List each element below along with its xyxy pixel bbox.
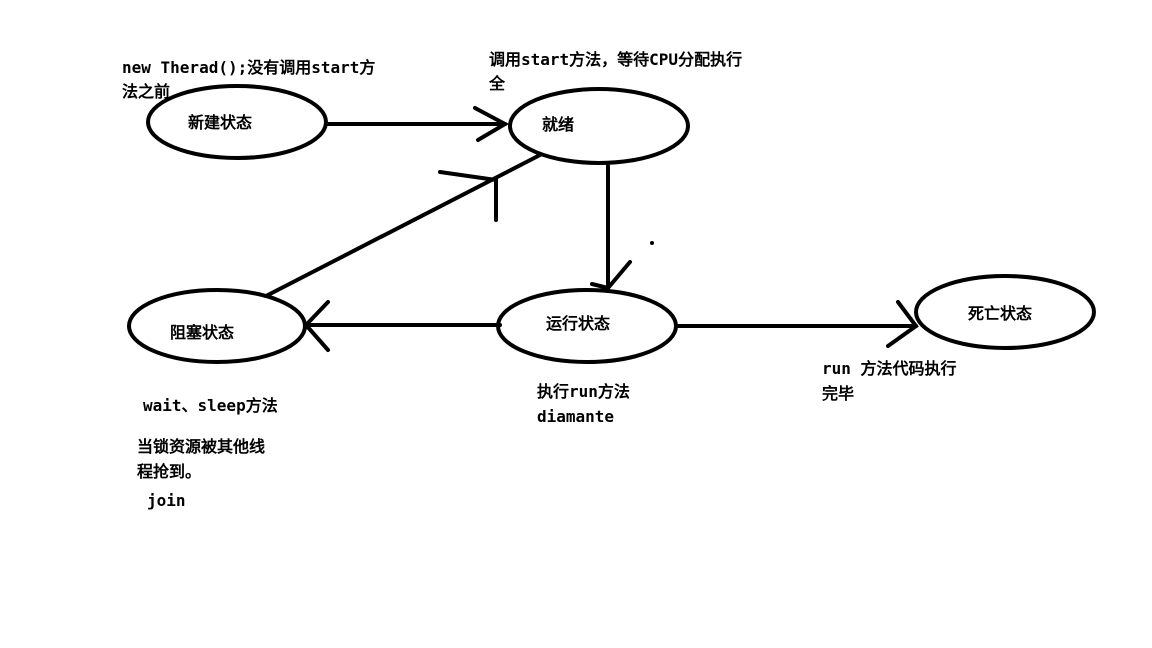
node-ready-label: 就绪: [542, 115, 574, 134]
node-running-label: 运行状态: [546, 314, 610, 333]
note-block-line-2: 当锁资源被其他线: [137, 437, 266, 456]
stray-mark: [650, 241, 654, 245]
node-new-state: [146, 84, 328, 160]
edge-running-to-dead: [674, 300, 919, 348]
note-new-line-2: 法之前: [122, 82, 171, 101]
note-run-line-2: diamante: [537, 407, 615, 426]
node-dead-label: 死亡状态: [968, 304, 1032, 323]
note-block-line-1: wait、sleep方法: [143, 396, 278, 415]
note-dead-line-1: run 方法代码执行: [822, 359, 957, 378]
edge-running-to-blocked: [303, 300, 502, 352]
note-ready-line-1: 调用start方法，等待CPU分配执行: [489, 50, 743, 69]
node-dead-state: [914, 274, 1096, 350]
edge-new-to-ready: [325, 106, 510, 142]
note-block-line-4: join: [147, 491, 186, 510]
edge-blocked-to-ready: [264, 153, 542, 298]
edge-ready-to-running: [590, 164, 632, 291]
node-new-label: 新建状态: [188, 113, 252, 132]
node-ready-state: [508, 87, 690, 165]
note-new-line-1: new Therad();没有调用start方: [122, 58, 376, 77]
note-ready-line-2: 全: [489, 74, 506, 93]
note-run-line-1: 执行run方法: [537, 382, 630, 401]
note-block-line-3: 程抢到。: [137, 462, 202, 481]
node-blocked-label: 阻塞状态: [170, 323, 234, 342]
note-dead-line-2: 完毕: [822, 384, 855, 403]
